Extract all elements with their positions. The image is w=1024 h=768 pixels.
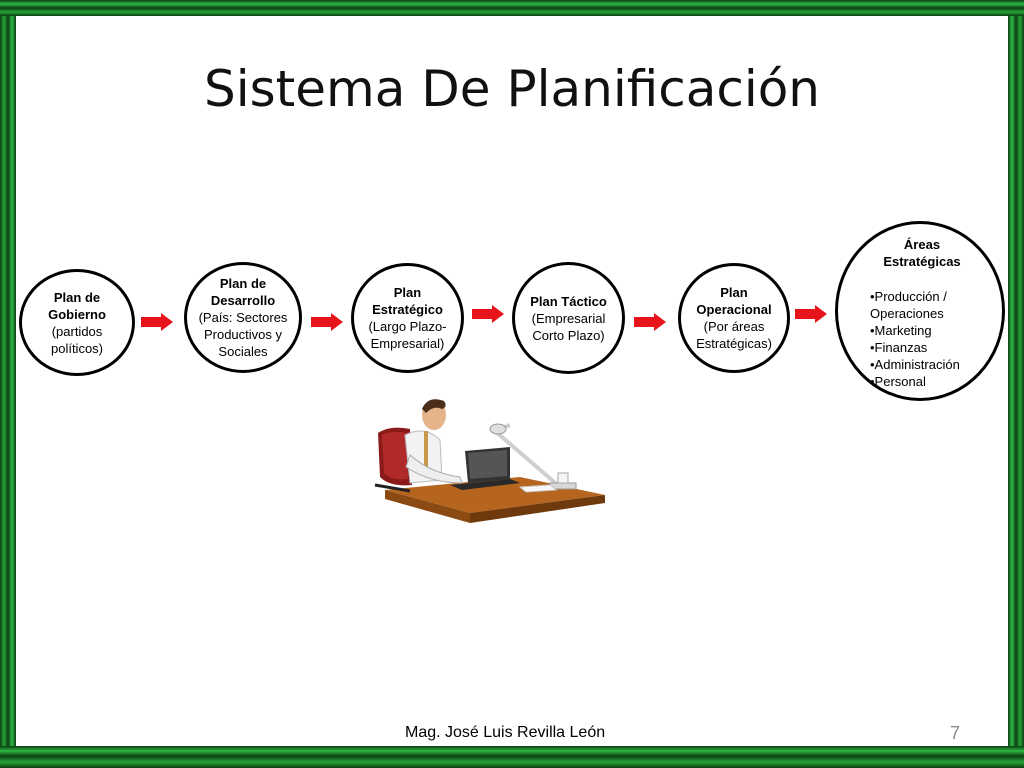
node-plan-desarrollo-head: Plan de Desarrollo [210,276,276,308]
node-plan-tactico: Plan Táctico (Empresarial Corto Plazo) [512,262,625,374]
node-plan-estrategico-sub: (Largo Plazo- Empresarial) [368,319,447,351]
node-plan-desarrollo-sub: (País: Sectores Productivos y Sociales [198,310,288,359]
person-at-desk-illustration [374,399,605,523]
node-plan-gobierno-head: Plan de Gobierno [48,289,106,322]
node-plan-tactico-sub: (Empresarial Corto Plazo) [531,310,606,343]
node-plan-operacional-sub: (Por áreas Estratégicas) [696,319,772,351]
node-plan-operacional-head: Plan Operacional [696,285,772,317]
node-plan-estrategico-head: Plan Estratégico [372,285,443,317]
node-plan-gobierno: Plan de Gobierno (partidos políticos) [19,269,135,376]
areas-list-item: •Finanzas [870,340,928,355]
slide-footer-author: Mag. José Luis Revilla León [405,724,606,741]
slide-title: Sistema De Planificación [204,60,820,118]
node-areas-estrategicas: Áreas Estratégicas •Producción / Operaci… [835,221,1005,401]
slide-page-number: 7 [950,723,961,743]
node-plan-desarrollo: Plan de Desarrollo (País: Sectores Produ… [184,262,302,373]
areas-list: •Producción / Operaciones •Marketing •Fi… [870,288,960,390]
areas-list-item: •Producción / [870,289,947,304]
node-plan-estrategico: Plan Estratégico (Largo Plazo- Empresari… [351,263,464,373]
areas-list-item: Operaciones [870,306,944,321]
areas-head: Áreas Estratégicas [883,237,961,269]
areas-list-item: •Personal [870,374,926,389]
arrow-right-icon [141,313,173,331]
arrow-right-icon [795,305,827,323]
arrow-right-icon [634,313,666,331]
arrow-right-icon [472,305,504,323]
arrow-right-icon [311,313,343,331]
areas-list-item: •Administración [870,357,960,372]
node-plan-gobierno-sub: (partidos políticos) [50,323,104,356]
slide-canvas [16,16,1008,746]
areas-list-item: •Marketing [870,323,932,338]
node-plan-operacional: Plan Operacional (Por áreas Estratégicas… [678,263,790,373]
node-plan-tactico-head: Plan Táctico [530,293,607,309]
